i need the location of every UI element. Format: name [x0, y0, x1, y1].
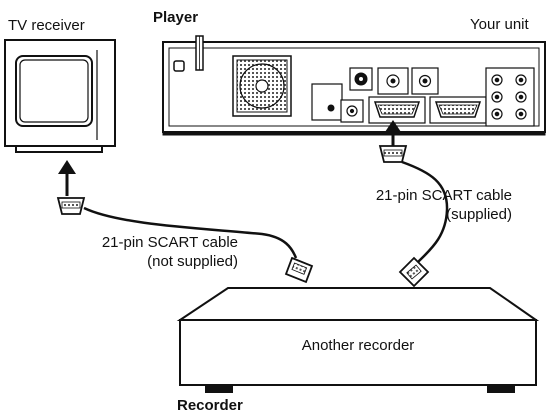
scart-plug-recorder-left-icon — [284, 256, 314, 284]
player-rear-panel — [162, 35, 546, 136]
arrow-up-to-tv-icon — [58, 160, 76, 196]
arrow-up-to-player-icon — [385, 120, 401, 146]
your-unit-label: Your unit — [470, 16, 529, 33]
fan-icon — [232, 55, 292, 117]
tv-receiver-icon — [4, 39, 116, 153]
player-label: Player — [153, 9, 199, 26]
tv-receiver-label: TV receiver — [8, 17, 85, 34]
scart-connector-1 — [368, 96, 426, 124]
recorder-label: Recorder — [177, 397, 243, 414]
scart-connector-2 — [429, 96, 487, 124]
recorder-box-icon — [176, 287, 540, 393]
cable-not-supplied-label-line2: (not supplied) — [147, 253, 238, 270]
cable-supplied-label-line1: 21-pin SCART cable — [375, 187, 512, 204]
cable-supplied-label-line2: (supplied) — [446, 206, 512, 223]
scart-plug-recorder-right-icon — [398, 256, 430, 288]
another-recorder-label: Another recorder — [301, 337, 415, 354]
scart-plug-tv-icon — [56, 197, 86, 215]
scart-cable-lines — [83, 160, 449, 263]
scart-plug-player-icon — [378, 145, 408, 163]
cable-not-supplied-label-line1: 21-pin SCART cable — [101, 234, 238, 251]
